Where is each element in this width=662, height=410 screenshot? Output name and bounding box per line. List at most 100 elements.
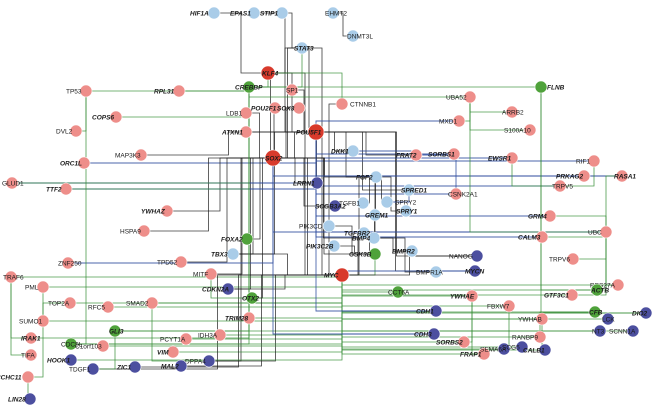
node-lin28[interactable]: LIN28 — [8, 392, 37, 406]
node-circle[interactable] — [64, 353, 78, 367]
node-top2a[interactable]: TOP2A — [48, 296, 77, 310]
node-hif1a[interactable]: HIF1A — [190, 6, 221, 20]
node-circle[interactable] — [405, 244, 419, 258]
node-circle[interactable] — [326, 6, 340, 20]
node-circle[interactable] — [380, 195, 394, 209]
node-circle[interactable] — [36, 280, 50, 294]
node-circle[interactable] — [447, 147, 461, 161]
node-znf250[interactable]: ZNF250 — [58, 256, 82, 270]
node-circle[interactable] — [402, 183, 416, 197]
node-circle[interactable] — [86, 362, 100, 376]
node-circle[interactable] — [452, 114, 466, 128]
node-circle[interactable] — [275, 6, 289, 20]
node-pcyt1a[interactable]: PCYT1A — [160, 332, 193, 346]
node-circle[interactable] — [566, 252, 580, 266]
node-lck[interactable]: LCK — [601, 312, 615, 326]
node-map3k3[interactable]: MAP3K3 — [115, 148, 148, 162]
node-circle[interactable] — [24, 331, 38, 345]
node-cdh1[interactable]: CDH1 — [416, 304, 443, 318]
node-traf6[interactable]: TRAF6 — [3, 270, 24, 284]
node-zic1[interactable]: ZIC1 — [116, 360, 142, 374]
node-nt3[interactable]: NT3 — [592, 324, 607, 338]
node-csnk2a1[interactable]: CSNK2A1 — [448, 187, 478, 201]
node-irak1[interactable]: IRAK1 — [21, 331, 41, 345]
node-circle[interactable] — [626, 324, 640, 338]
node-sumo1[interactable]: SUMO1 — [19, 314, 50, 328]
node-ehmt2[interactable]: EHMT2 — [325, 6, 347, 20]
node-circle[interactable] — [369, 170, 383, 184]
node-tdgf1[interactable]: TDGF1 — [69, 362, 100, 376]
node-circle[interactable] — [295, 41, 309, 55]
node-circle[interactable] — [242, 80, 256, 94]
node-pou2f1[interactable]: POU2F1 — [251, 101, 282, 115]
node-sox2[interactable]: SOX2 — [264, 149, 283, 167]
node-calm3[interactable]: CALM3 — [518, 230, 549, 244]
node-nanog[interactable]: NANOG — [449, 249, 484, 263]
node-circle[interactable] — [5, 176, 19, 190]
node-circle[interactable] — [356, 196, 370, 210]
node-circle[interactable] — [240, 232, 254, 246]
node-cdc5l[interactable]: CDC5L — [61, 337, 83, 351]
node-sema6a[interactable]: SEMA6A — [480, 342, 511, 356]
node-calb1[interactable]: CALB1 — [523, 343, 552, 357]
node-circle[interactable] — [59, 182, 73, 196]
node-circle[interactable] — [367, 231, 381, 245]
node-circle[interactable] — [109, 110, 123, 124]
node-circle[interactable] — [457, 335, 471, 349]
node-trpv6[interactable]: TRPV6 — [549, 252, 580, 266]
node-circle[interactable] — [4, 270, 18, 284]
node-circle[interactable] — [346, 29, 360, 43]
node-circle[interactable] — [429, 265, 443, 279]
node-circle[interactable] — [463, 90, 477, 104]
node-circle[interactable] — [505, 151, 519, 165]
node-hook1[interactable]: HOOK1 — [47, 353, 78, 367]
node-circle[interactable] — [292, 101, 306, 115]
node-scnn1a[interactable]: SCNN1A — [609, 324, 640, 338]
node-circle[interactable] — [335, 97, 349, 111]
node-circle[interactable] — [611, 278, 625, 292]
node-circle[interactable] — [477, 347, 491, 361]
node-spred1[interactable]: SPRED1 — [401, 183, 427, 197]
node-circle[interactable] — [543, 209, 557, 223]
node-circle[interactable] — [247, 6, 261, 20]
node-circle[interactable] — [588, 305, 602, 319]
node-circle[interactable] — [226, 247, 240, 261]
node-circle[interactable] — [77, 156, 91, 170]
node-tgfbr2[interactable]: TGFBR2 — [344, 226, 370, 240]
node-circle[interactable] — [285, 83, 299, 97]
node-myc[interactable]: MYC — [324, 267, 350, 283]
node-hspa9[interactable]: HSPA9 — [120, 224, 151, 238]
node-circle[interactable] — [368, 208, 382, 222]
node-circle[interactable] — [307, 123, 325, 141]
node-circle[interactable] — [465, 289, 479, 303]
node-glud1[interactable]: GLUD1 — [2, 176, 24, 190]
node-bmpr2[interactable]: BMPR2 — [392, 244, 419, 258]
node-grem1[interactable]: GREM1 — [365, 208, 389, 222]
node-circle[interactable] — [334, 267, 350, 283]
node-circle[interactable] — [346, 144, 360, 158]
node-circle[interactable] — [207, 6, 221, 20]
node-c1orf103[interactable]: C1orf103 — [75, 339, 110, 353]
node-circle[interactable] — [145, 296, 159, 310]
node-ldb1[interactable]: LDB1 — [226, 106, 253, 120]
node-circle[interactable] — [79, 84, 93, 98]
node-circle[interactable] — [174, 359, 188, 373]
node-flnb[interactable]: FLNB — [534, 80, 565, 94]
node-circle[interactable] — [470, 249, 484, 263]
node-circle[interactable] — [497, 342, 511, 356]
node-circle[interactable] — [245, 291, 259, 305]
node-spry1[interactable]: SPRY1 — [396, 204, 418, 218]
node-actb[interactable]: ACTB — [590, 283, 609, 297]
node-arrb2[interactable]: ARRB2 — [502, 105, 524, 119]
node-trim28[interactable]: TRIM28 — [225, 311, 256, 325]
node-circle[interactable] — [399, 204, 413, 218]
node-ctnnb1[interactable]: CTNNB1 — [335, 97, 376, 111]
node-atxn1[interactable]: ATXN1 — [221, 125, 253, 139]
node-circle[interactable] — [577, 169, 591, 183]
node-zcchc11[interactable]: ZCCHC11 — [0, 370, 35, 384]
node-scg5[interactable]: SCG5 — [502, 340, 529, 354]
node-circle[interactable] — [533, 330, 547, 344]
node-crebbp[interactable]: CREBBP — [235, 80, 263, 94]
node-ewsr1[interactable]: EWSR1 — [488, 151, 519, 165]
node-circle[interactable] — [137, 224, 151, 238]
